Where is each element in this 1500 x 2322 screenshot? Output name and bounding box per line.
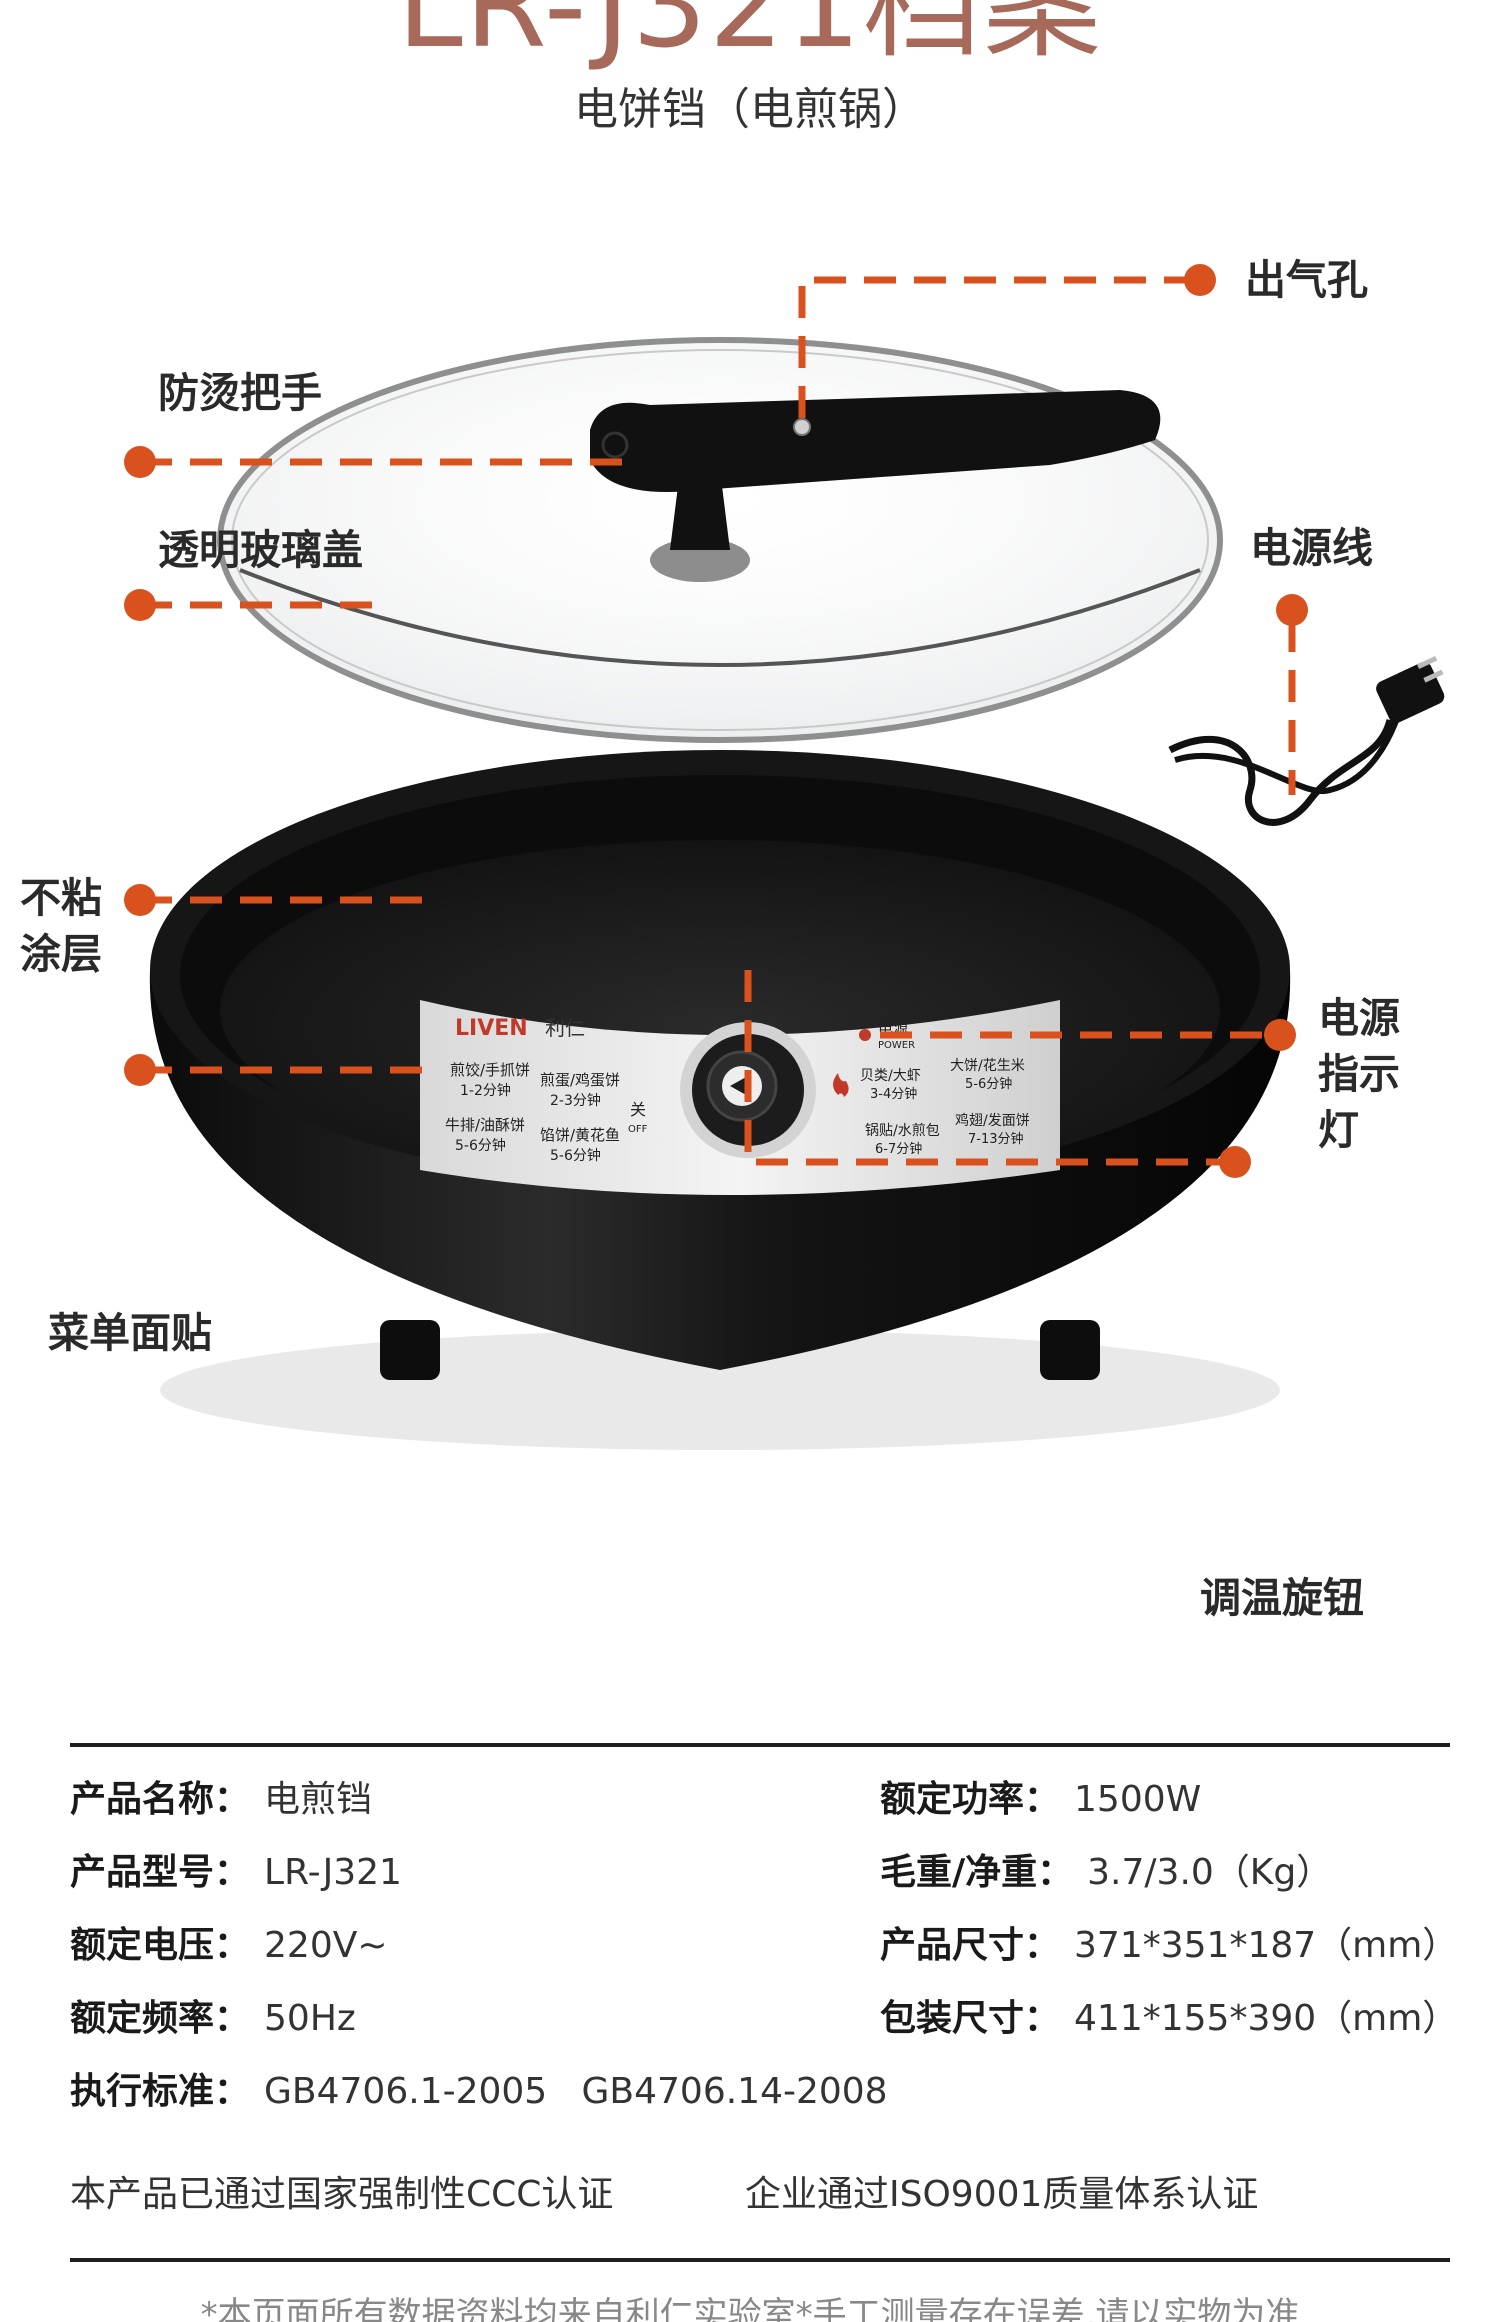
steam-vent	[793, 418, 811, 436]
menu-time: 7-13分钟	[968, 1131, 1024, 1147]
product-illustration: LIVEN 利仁 煎饺/手抓饼 1-2分钟 煎蛋/鸡蛋饼 2-3分钟 牛排/油酥…	[124, 264, 1445, 1450]
off-label: 关	[630, 1100, 646, 1119]
spec-key: 额定电压：	[70, 1925, 251, 1966]
spec-row: 产品名称： 电煎铛	[70, 1775, 372, 1825]
callout-power-cord: 电源线	[1250, 524, 1373, 572]
menu-item: 锅贴/水煎包	[865, 1123, 940, 1139]
dot-indicator	[1264, 1019, 1296, 1051]
flame-icon	[833, 1073, 849, 1097]
menu-item: 馅饼/黄花鱼	[540, 1126, 620, 1144]
spec-key: 产品名称：	[70, 1779, 251, 1820]
product-diagram: LIVEN 利仁 煎饺/手抓饼 1-2分钟 煎蛋/鸡蛋饼 2-3分钟 牛排/油酥…	[0, 200, 1500, 1700]
spec-value: 电煎铛	[264, 1779, 373, 1820]
power-cord	[1168, 718, 1394, 826]
callout-handle: 防烫把手	[158, 369, 322, 417]
callout-indicator: 电源指示灯	[1318, 994, 1400, 1154]
brand-logo: LIVEN	[455, 1016, 528, 1041]
spec-key: 产品型号：	[70, 1852, 251, 1893]
heatproof-handle	[590, 390, 1161, 492]
menu-time: 1-2分钟	[460, 1082, 511, 1099]
disclaimer-footnote: *本页面所有数据资料均来自利仁实验室*手工测量存在误差,请以实物为准	[200, 2295, 1300, 2322]
menu-time: 6-7分钟	[875, 1141, 922, 1157]
ccc-certification: 本产品已通过国家强制性CCC认证	[70, 2174, 614, 2215]
menu-item: 鸡翅/发面饼	[955, 1112, 1030, 1129]
spec-key: 执行标准：	[70, 2071, 251, 2112]
spec-value: 1500W	[1074, 1779, 1202, 1820]
spec-row: 包装尺寸： 411*155*390（mm）	[880, 1994, 1458, 2044]
foot-right	[1040, 1320, 1100, 1380]
callout-glass-lid: 透明玻璃盖	[158, 526, 363, 574]
page-title: LR-J321档案	[396, 0, 1104, 74]
off-label-en: OFF	[628, 1124, 648, 1135]
spec-key: 包装尺寸：	[880, 1998, 1061, 2039]
knob-arrow-icon	[730, 1076, 748, 1096]
divider-top	[70, 1743, 1450, 1747]
menu-item: 大饼/花生米	[950, 1058, 1025, 1074]
power-plug	[1376, 662, 1445, 723]
power-cord-loop	[1174, 709, 1403, 795]
menu-time: 5-6分钟	[455, 1137, 506, 1154]
menu-time: 2-3分钟	[550, 1092, 601, 1109]
spec-row: 产品尺寸： 371*351*187（mm）	[880, 1921, 1458, 1971]
spec-row: 产品型号： LR-J321	[70, 1848, 402, 1898]
leader-knob	[744, 970, 1230, 1166]
spec-key: 额定功率：	[880, 1779, 1061, 1820]
dot-glass-lid	[124, 589, 156, 621]
callout-menu-sticker: 菜单面贴	[48, 1309, 212, 1357]
power-label-en: POWER	[878, 1040, 915, 1051]
menu-item: 贝类/大虾	[860, 1068, 921, 1084]
spec-value: LR-J321	[264, 1852, 402, 1893]
spec-value: 3.7/3.0（Kg）	[1087, 1852, 1333, 1893]
menu-item: 煎蛋/鸡蛋饼	[540, 1071, 620, 1089]
handle-emblem-icon	[601, 431, 629, 459]
spec-value: GB4706.1-2005 GB4706.14-2008	[264, 2071, 888, 2112]
spec-row: 额定电压： 220V~	[70, 1921, 388, 1971]
plug-pin-icon	[1417, 656, 1438, 669]
menu-time: 3-4分钟	[870, 1086, 917, 1102]
spec-key: 额定频率：	[70, 1998, 251, 2039]
spec-key: 毛重/净重：	[880, 1852, 1074, 1893]
divider-bottom	[70, 2258, 1450, 2262]
spec-value: 411*155*390（mm）	[1074, 1998, 1459, 2039]
callout-lines	[140, 276, 1296, 1166]
power-indicator-light	[859, 1029, 871, 1041]
iso-certification: 企业通过ISO9001质量体系认证	[745, 2174, 1259, 2215]
dot-vent	[1184, 264, 1216, 296]
dot-power-cord	[1276, 594, 1308, 626]
page-subtitle: 电饼铛（电煎锅）	[574, 84, 926, 135]
callout-dots	[124, 264, 1308, 1178]
spec-row: 执行标准： GB4706.1-2005 GB4706.14-2008	[70, 2067, 888, 2117]
spec-row: 额定功率： 1500W	[880, 1775, 1201, 1825]
plug-pin-icon	[1423, 669, 1444, 683]
spec-value: 50Hz	[264, 1998, 356, 2039]
spec-value: 371*351*187（mm）	[1074, 1925, 1459, 1966]
dot-nonstick	[124, 884, 156, 916]
callout-nonstick: 不粘涂层	[20, 874, 102, 978]
glass-lid-rim	[239, 568, 1201, 667]
spec-key: 产品尺寸：	[880, 1925, 1061, 1966]
spec-row: 毛重/净重： 3.7/3.0（Kg）	[880, 1848, 1332, 1898]
dot-knob	[1219, 1146, 1251, 1178]
menu-time: 5-6分钟	[550, 1147, 601, 1164]
menu-time: 5-6分钟	[965, 1076, 1012, 1092]
spec-value: 220V~	[264, 1925, 388, 1966]
brand-logo-cn: 利仁	[545, 1016, 585, 1040]
dot-handle	[124, 446, 156, 478]
menu-item: 煎饺/手抓饼	[450, 1061, 530, 1079]
spec-row: 额定频率： 50Hz	[70, 1994, 356, 2044]
foot-left	[380, 1320, 440, 1380]
dot-menu-sticker	[124, 1054, 156, 1086]
menu-item: 牛排/油酥饼	[445, 1116, 525, 1134]
callout-knob: 调温旋钮	[1200, 1574, 1364, 1622]
glass-lid-edge	[231, 349, 1209, 731]
callout-vent: 出气孔	[1245, 256, 1368, 304]
